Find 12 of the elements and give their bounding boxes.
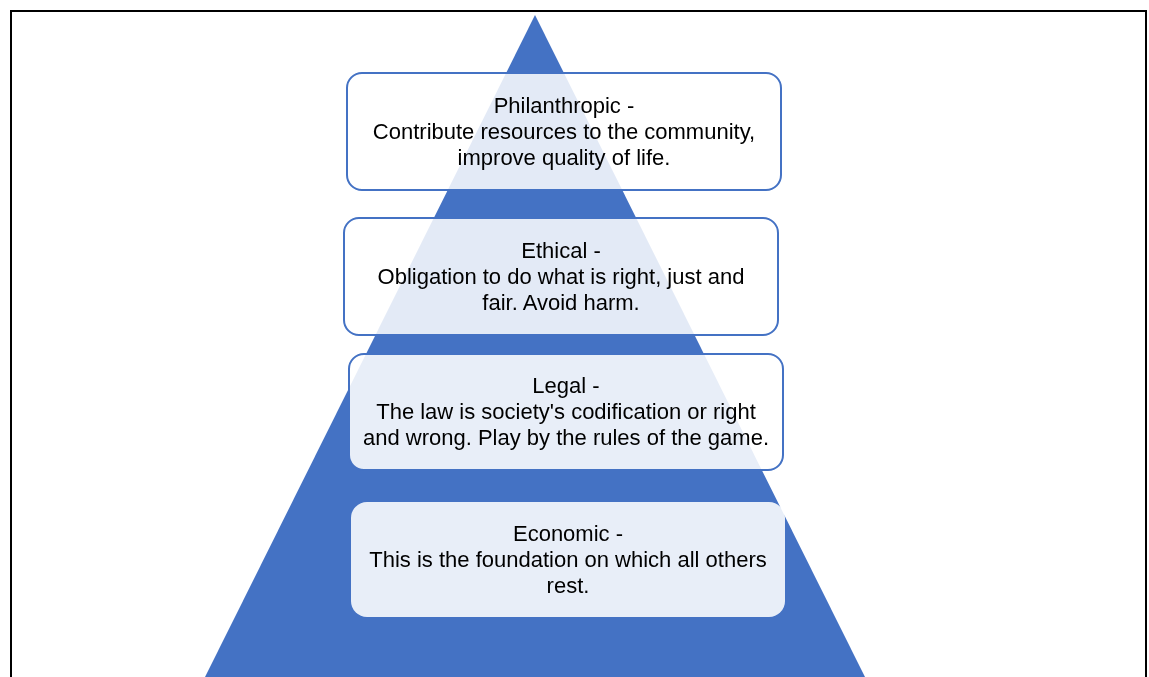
level-title: Philanthropic - bbox=[493, 92, 635, 119]
level-box bbox=[343, 217, 779, 336]
level-description: Contribute resources to the community, improve quality of life. bbox=[371, 118, 757, 171]
level-title: Economic - bbox=[512, 520, 623, 547]
level-box bbox=[348, 353, 784, 471]
level-title: Ethical - bbox=[521, 237, 601, 264]
level-description: The law is society's codification or right and wrong. Play by the rules of the game. bbox=[362, 399, 770, 451]
level-description: This is the foundation on which all others rest. bbox=[368, 546, 768, 599]
level-title: Legal - bbox=[532, 373, 600, 399]
level-box bbox=[346, 72, 782, 191]
level-description: Obligation to do what is right, just and fair. Avoid harm. bbox=[376, 263, 746, 316]
level-box bbox=[351, 502, 785, 617]
